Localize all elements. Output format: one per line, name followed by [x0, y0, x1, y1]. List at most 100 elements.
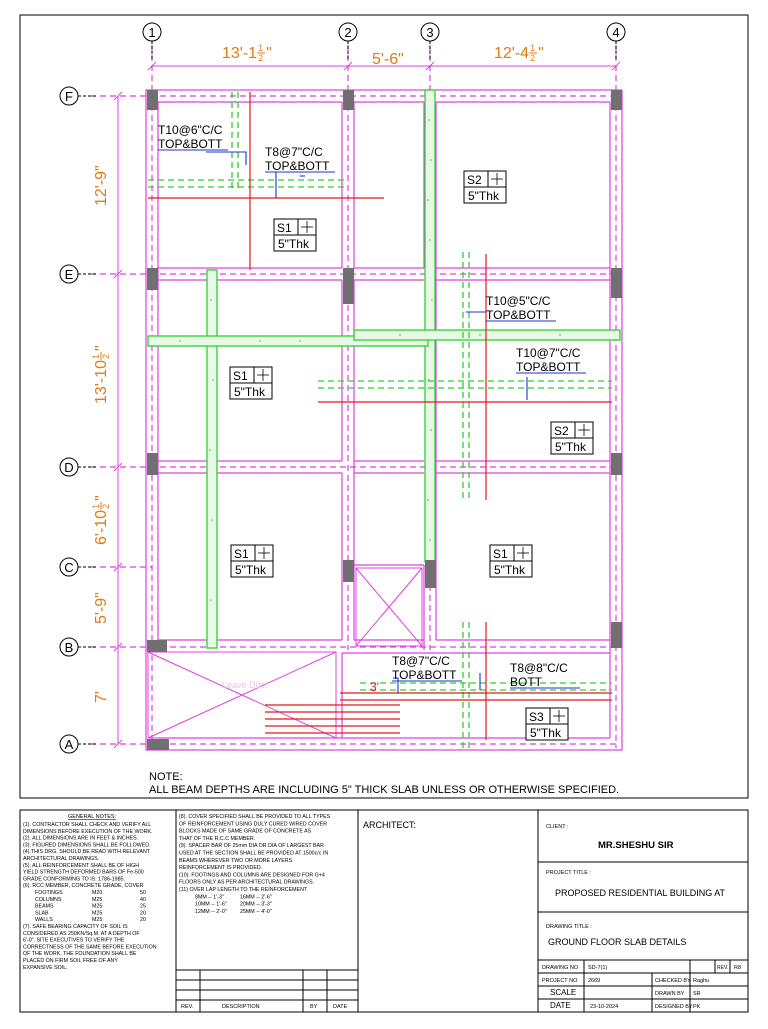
drawn-by-value: SR: [693, 991, 701, 997]
dimension-tail: ": [266, 45, 272, 62]
rebar-spec: T8@7"C/C: [265, 145, 323, 159]
lap-length-cell: 8MM -- 1'-3": [195, 894, 224, 900]
grid-bubble-label: D: [64, 460, 73, 475]
opening-cross: [355, 567, 423, 647]
grid-bubble-row-A: A: [59, 734, 96, 754]
concrete-grade-cell: FOOTINGS: [35, 890, 63, 896]
concrete-grade-cell: M25: [92, 904, 102, 910]
slab-tag-s3: S35"Thk: [525, 707, 569, 741]
grid-bubble-label: E: [65, 267, 74, 282]
dimension-value: 13'-10: [93, 360, 110, 404]
project-title-label: PROJECT TITLE :: [546, 870, 592, 876]
by-header: BY: [310, 1004, 318, 1010]
drawing-no-label: DRAWING NO: [542, 965, 579, 971]
grid-bubble-label: 2: [344, 25, 351, 40]
project-title: PROPOSED RESIDENTIAL BUILDING AT: [555, 888, 726, 898]
span-arrows-icon: [257, 369, 269, 381]
row-grid-bubbles: F E D C B A: [59, 86, 96, 754]
fraction-numerator: 1: [530, 43, 535, 53]
slab-thickness: 5"Thk: [468, 189, 500, 203]
date-label: DATE: [550, 1001, 571, 1010]
slab-thickness: 5"Thk: [555, 440, 587, 454]
date-header: DATE: [333, 1004, 348, 1010]
lap-dimension-label: 3': [370, 680, 379, 694]
dimension-value: 5'-9": [93, 592, 110, 624]
stair-cutout-cross: [147, 651, 337, 739]
concrete-grade-cell: 20: [140, 917, 146, 923]
dimension-label: 5'-6": [372, 51, 404, 68]
concrete-grade-cell: 40: [140, 897, 146, 903]
rebar-spec: T10@7"C/C: [516, 346, 581, 360]
note-line: (6). RCC MEMBER, CONCRETE GRADE, COVER: [23, 883, 144, 889]
note-line: (1). CONTRACTOR SHALL CHECK AND VERIFY A…: [23, 822, 151, 828]
span-arrows-icon: [491, 173, 503, 185]
checked-by-label: CHECKED BY: [655, 978, 691, 984]
grid-bubble-row-B: B: [59, 637, 96, 657]
rebar-spec: T10@5"C/C: [486, 294, 551, 308]
rebar-spec: T8@7"C/C: [392, 654, 450, 668]
dimension-label: 5'-9": [93, 592, 110, 624]
slab-thickness: 5"Thk: [530, 726, 562, 740]
grid-bubble-label: 1: [148, 25, 155, 40]
hidden-beams: [147, 89, 621, 750]
lap-length-cell: 20MM -- 3'-3": [240, 902, 272, 908]
rebar-position: BOTT: [510, 675, 543, 689]
dimension-label: 7': [93, 691, 110, 703]
dimension-value: 12'-9": [93, 165, 110, 206]
designed-by-label: DESIGNED BY: [655, 1004, 693, 1010]
client-name: MR.SHESHU SIR: [598, 840, 674, 851]
note-line: CONSIDERED AS 250KN/Sq.M. AT A DEPTH OF: [23, 931, 140, 937]
note-line: (4).THIS DRG. SHOULD BE READ WITH RELEVA…: [23, 849, 151, 855]
general-notes: GENERAL NOTES:(1). CONTRACTOR SHALL CHEC…: [23, 814, 157, 971]
project-no-label: PROJECT NO: [542, 978, 578, 984]
note-line: (9). SPACER BAR OF 25mm DIA OR DIA OF LA…: [179, 843, 324, 849]
grid-bubble-row-D: D: [59, 457, 96, 477]
note-line: (2). ALL DIMENSIONS ARE IN FEET & INCHES…: [23, 836, 138, 842]
lap-length-cell: 12MM -- 2'-0": [195, 909, 227, 915]
slab-thickness: 5"Thk: [234, 385, 266, 399]
note-heading: NOTE:: [149, 771, 183, 783]
drawing-title: GROUND FLOOR SLAB DETAILS: [548, 937, 686, 947]
grid-bubble-col-1: 1: [142, 22, 162, 60]
slab-thickness: 5"Thk: [235, 563, 267, 577]
note-line: GRADE CONFORMING TO IS: 1786-1985.: [23, 876, 125, 882]
note-line: THAT OF THE R.C.C MEMBER.: [179, 836, 255, 842]
note-line: (5). ALL REINFORCEMENT SHALL BE OF HIGH: [23, 863, 139, 869]
project-no-value: 2669: [588, 978, 600, 984]
slab-id: S2: [554, 424, 569, 438]
date-value: 23-10-2024: [590, 1004, 618, 1010]
note-line: REINFORCEMENT IS PROVIDED.: [179, 865, 262, 871]
dimension-value: 5'-6": [372, 51, 404, 68]
grid-bubble-label: C: [64, 560, 73, 575]
slab-tag-s2: S25"Thk: [463, 170, 507, 204]
drawing-title-label: DRAWING TITLE :: [546, 924, 592, 930]
designed-by-value: PK: [693, 1004, 701, 1010]
dimension-tail: ": [93, 345, 110, 351]
columns: [147, 90, 622, 750]
architect-label: ARCHITECT:: [363, 820, 416, 830]
grid-bubble-label: A: [65, 737, 74, 752]
rebar-position: TOP&BOTT: [516, 360, 581, 374]
grid-bubble-label: 3: [426, 25, 433, 40]
dimension-tail: ": [93, 495, 110, 501]
slab-thickness: 5"Thk: [278, 237, 310, 251]
note-line: ARCHITECTURAL DRAWINGS.: [23, 856, 99, 862]
note-line: YIELD STRENGTH DEFORMED BARS OF Fe-500: [23, 870, 144, 876]
grid-bubble-row-F: F: [59, 86, 96, 106]
rebar-label-group: T10@6"C/CTOP&BOTTT8@7"C/CTOP&BOTTT10@5"C…: [158, 123, 586, 689]
drawing-no-value: SD-7(1): [588, 965, 607, 971]
slab-id: S1: [233, 369, 248, 383]
note-line: USED AT THE SECTION SHALL BE PROVIDED AT…: [179, 851, 328, 857]
drawn-by-label: DRAWN BY: [655, 991, 685, 997]
scale-label: SCALE: [550, 988, 576, 997]
checked-by-value: Raghu: [693, 978, 709, 984]
slab-tag-s2: S2 5"Thk: [550, 421, 594, 455]
slab-thickness: 5"Thk: [494, 563, 526, 577]
